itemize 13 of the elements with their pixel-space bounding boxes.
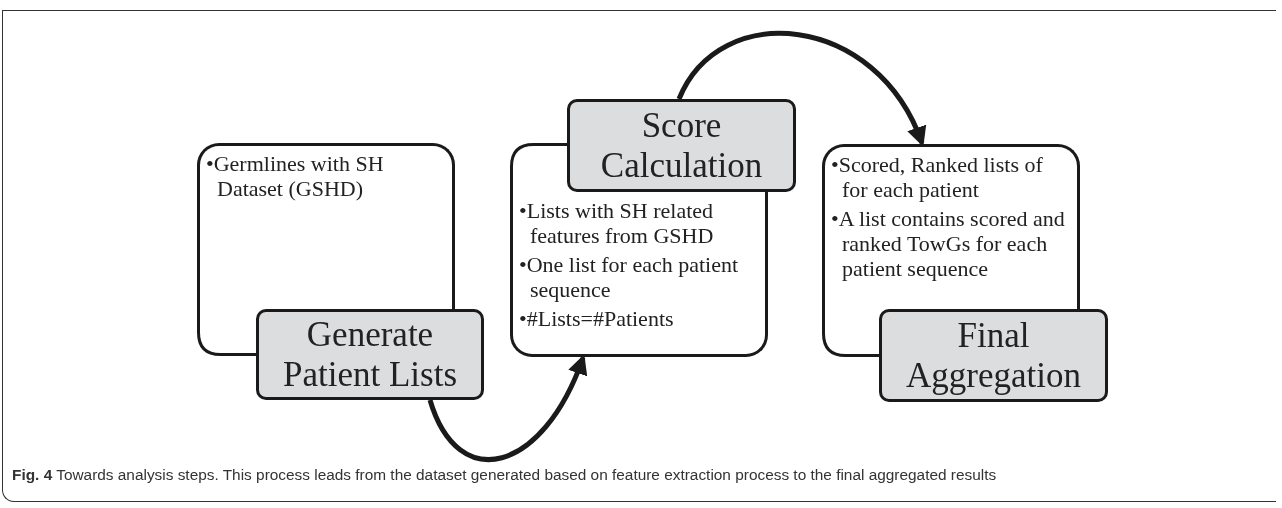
bullet-item: •#Lists=#Patients [519, 306, 675, 332]
figure-caption: Fig. 4 Towards analysis steps. This process leads from the dataset generated based on feature extraction process to the final aggregated results [12, 466, 997, 484]
step-title-box: Score Calculation [567, 99, 796, 192]
step-detail-panel [197, 143, 455, 309]
bullet-item: •Scored, Ranked lists of for each patient [831, 152, 1044, 203]
step-title-box: Final Aggregation [879, 309, 1108, 402]
bullet-item: •A list contains scored and ranked TowGs for each patient sequence [831, 206, 1066, 282]
step-detail-panel [822, 144, 1080, 309]
bullet-item: •One list for each patient sequence [519, 252, 740, 303]
bullet-item: •Lists with SH related features from GSHD [519, 198, 715, 249]
bullet-item: •Germlines with SH Dataset (GSHD) [206, 151, 385, 202]
step-detail-panel [510, 192, 768, 357]
step-title-box: Generate Patient Lists [256, 309, 484, 400]
